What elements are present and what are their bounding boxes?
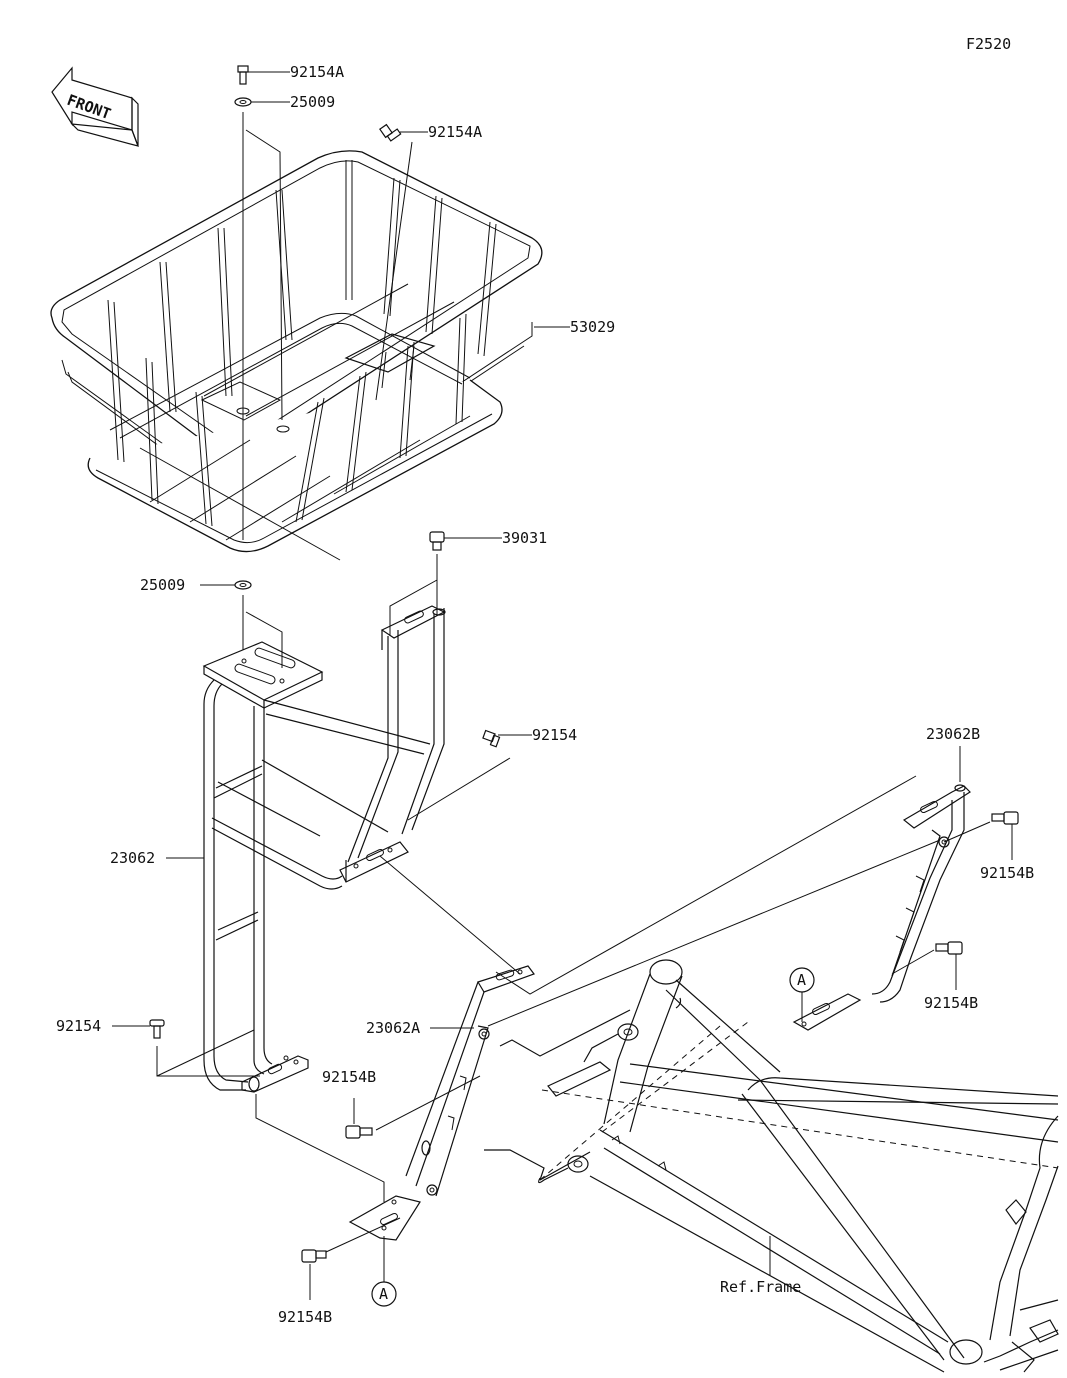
bolt-icon <box>991 811 1019 825</box>
part-label-bolt-bottom: 92154B <box>278 1308 332 1326</box>
part-label-bracket-left: 23062A <box>366 1019 420 1037</box>
part-label-bolt-right-upper: 92154B <box>980 864 1034 882</box>
bolt-icon <box>149 1019 165 1039</box>
bolt-icon <box>379 123 402 142</box>
part-label-bolt-right-lower: 92154B <box>924 994 978 1012</box>
part-label-bolt-left: 92154 <box>56 1017 101 1035</box>
part-label-bolt-mid: 92154 <box>532 726 577 744</box>
bolt-icon <box>935 941 963 955</box>
bolt-icon <box>345 1125 373 1139</box>
part-label-bolt-left-bracket: 92154B <box>322 1068 376 1086</box>
part-label-bracket-right: 23062B <box>926 725 980 743</box>
part-label-cap: 39031 <box>502 529 547 547</box>
bolt-icon <box>237 65 249 85</box>
bolt-icon <box>482 729 501 748</box>
part-label-washer-top: 25009 <box>290 93 335 111</box>
cap-icon <box>429 531 445 551</box>
bracket-left-drawing <box>348 965 535 1241</box>
washer-icon <box>234 97 252 107</box>
bracket-right-drawing <box>792 784 971 1031</box>
basket-drawing <box>50 150 543 561</box>
svg-text:A: A <box>379 1285 388 1303</box>
part-label-carrier: 23062 <box>110 849 155 867</box>
figure-code: F2520 <box>966 35 1011 53</box>
svg-text:A: A <box>797 971 806 989</box>
part-label-washer-lower: 25009 <box>140 576 185 594</box>
ref-frame-label: Ref.Frame <box>720 1278 801 1296</box>
part-label-bolt-top-right: 92154A <box>428 123 482 141</box>
washer-icon <box>234 580 252 590</box>
bolt-icon <box>301 1249 327 1263</box>
front-arrow-icon: FRONT <box>51 66 139 147</box>
part-label-bolt-top: 92154A <box>290 63 344 81</box>
callout-a-right: A <box>789 967 815 1022</box>
frame-drawing <box>484 959 1059 1373</box>
carrier-drawing <box>202 605 446 1093</box>
callout-a-left: A <box>371 1236 397 1307</box>
part-label-basket: 53029 <box>570 318 615 336</box>
